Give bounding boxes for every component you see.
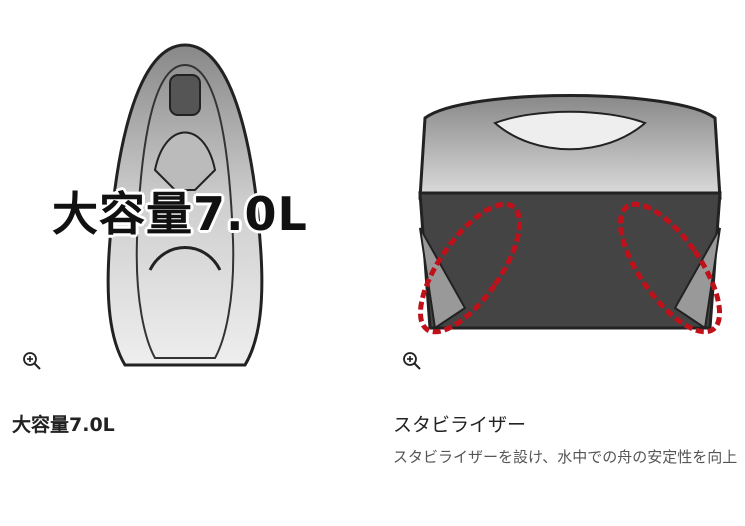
feature-title: スタビライザー <box>393 414 527 436</box>
product-image-stabilizer[interactable] <box>405 78 735 353</box>
feature-description: スタビライザーを設け、水中での舟の安定性を向上 <box>393 448 738 466</box>
zoom-in-icon[interactable] <box>402 351 422 371</box>
zoom-in-icon[interactable] <box>22 351 42 371</box>
feature-title: 大容量7.0L <box>12 414 115 436</box>
product-image-top-view[interactable] <box>95 40 275 375</box>
capacity-overlay-text: 大容量7.0L <box>52 187 308 241</box>
